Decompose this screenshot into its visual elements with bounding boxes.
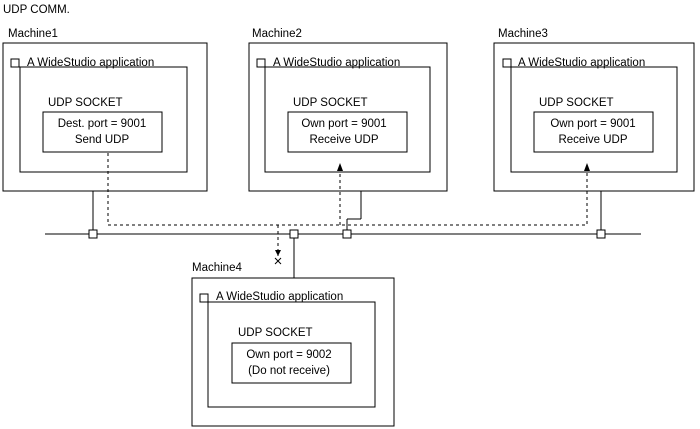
machine4-name: Machine4 <box>192 262 242 274</box>
machine1: Machine1 A WideStudio application UDP SO… <box>2 28 208 239</box>
udp-broadcast-path <box>107 153 588 256</box>
machine2-app-label: A WideStudio application <box>273 57 400 69</box>
machine4-port: Own port = 9002 <box>246 349 331 361</box>
machine1-name: Machine1 <box>8 28 58 40</box>
machine1-app-box <box>19 66 188 173</box>
x-mark-icon <box>274 257 282 265</box>
machine2-app-box <box>264 66 431 173</box>
diagram-title: UDP COMM. <box>3 4 70 16</box>
machine3-frame <box>493 42 695 192</box>
arrowhead-machine3 <box>584 163 590 171</box>
machine3-name: Machine3 <box>498 28 548 40</box>
machine3-app-box <box>510 66 678 173</box>
machine2-name: Machine2 <box>252 28 302 40</box>
machine2-app-icon <box>256 58 266 68</box>
machine1-port: Dest. port = 9001 <box>58 118 147 130</box>
machine4-frame <box>191 277 395 427</box>
machine2-port: Own port = 9001 <box>301 118 386 130</box>
machine1-socket-box <box>42 111 163 153</box>
machine1-port-node <box>88 229 98 239</box>
machine4-app-box <box>207 301 376 408</box>
machine2-socket-label: UDP SOCKET <box>293 97 368 109</box>
machine2: Machine2 A WideStudio application UDP SO… <box>248 28 448 239</box>
machine3-app-label: A WideStudio application <box>518 57 645 69</box>
machine3-port-node <box>596 229 606 239</box>
machine2-action: Receive UDP <box>309 134 378 146</box>
machine1-app-icon <box>10 58 20 68</box>
machine4-app-icon <box>199 293 209 303</box>
machine1-socket-label: UDP SOCKET <box>48 97 123 109</box>
machine3: Machine3 A WideStudio application UDP SO… <box>493 28 695 239</box>
udp-path-main <box>107 153 588 226</box>
machine4-action: (Do not receive) <box>248 365 330 377</box>
machine4-socket-label: UDP SOCKET <box>238 327 313 339</box>
machine4: Machine4 A WideStudio application UDP SO… <box>191 229 395 427</box>
machine4-port-node <box>289 229 299 239</box>
machine3-action: Receive UDP <box>558 134 627 146</box>
machine3-app-icon <box>502 58 512 68</box>
machine4-socket-box <box>231 342 352 384</box>
machine3-socket-box <box>533 111 654 153</box>
machine1-frame <box>2 42 208 192</box>
machine3-socket-label: UDP SOCKET <box>539 97 614 109</box>
machine4-app-label: A WideStudio application <box>216 291 343 303</box>
arrowhead-machine2 <box>337 163 343 171</box>
machine1-app-label: A WideStudio application <box>27 57 154 69</box>
arrowhead-machine4 <box>275 250 281 256</box>
machine1-action: Send UDP <box>75 134 130 146</box>
machine2-socket-box <box>287 111 408 153</box>
machine2-port-node <box>342 229 352 239</box>
machine2-frame <box>248 42 448 192</box>
machine3-port: Own port = 9001 <box>550 118 635 130</box>
